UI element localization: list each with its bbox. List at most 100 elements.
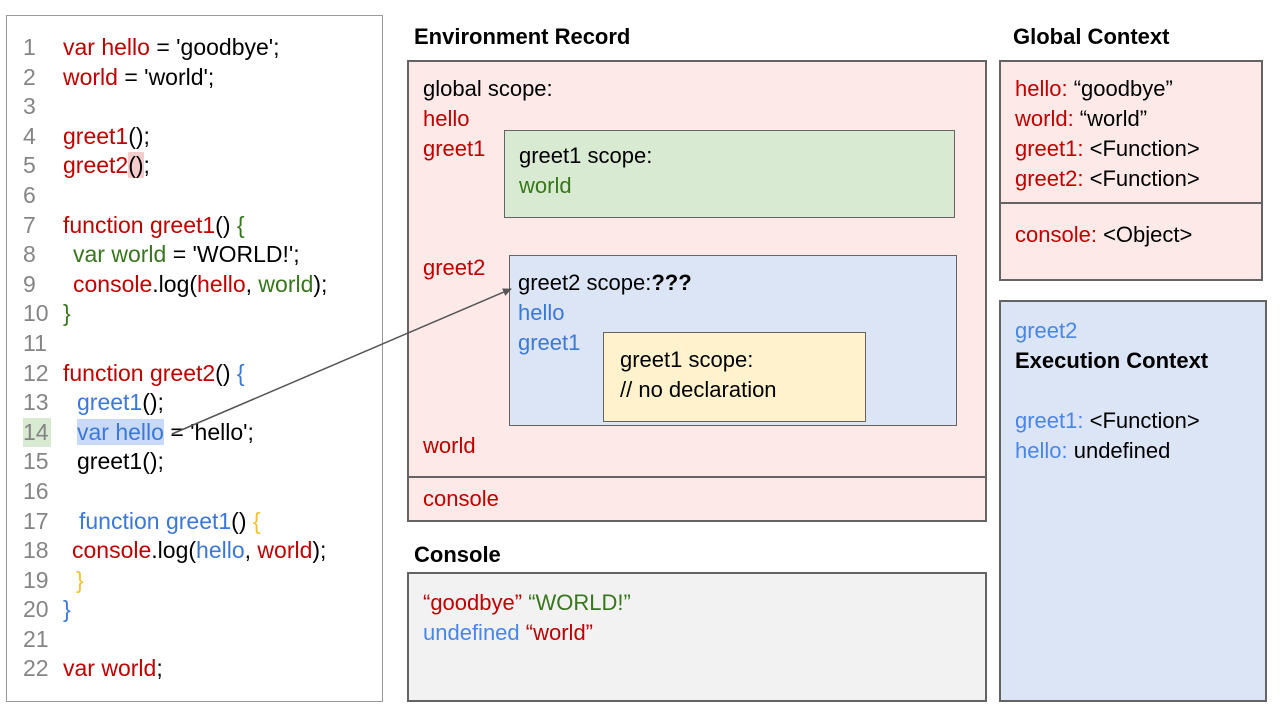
code-line-10: 10} <box>23 299 382 329</box>
line-number: 15 <box>23 448 49 475</box>
code-line-1: 1 var hello = 'goodbye'; <box>23 33 382 63</box>
line-number: 19 <box>23 566 49 593</box>
code-text: greet1(); <box>63 122 150 149</box>
code-line-20: 20} <box>23 595 382 625</box>
greet2-scope-var-hello: hello <box>518 300 565 325</box>
code-line-21: 21 <box>23 625 382 655</box>
global-context-row: greet1: <Function> <box>1015 136 1200 161</box>
greet1-scope-title: greet1 scope: <box>519 143 653 168</box>
global-var-greet2: greet2 <box>423 255 486 280</box>
code-line-15: 15 greet1(); <box>23 447 382 477</box>
line-number: 1 <box>23 34 36 60</box>
code-text: world = 'world'; <box>63 63 215 90</box>
code-text: greet1(); <box>77 448 164 475</box>
code-lines: 1 var hello = 'goodbye'; 2 world = 'world';… <box>7 16 382 684</box>
code-text: greet1(); <box>77 389 164 416</box>
line-number: 11 <box>23 329 47 356</box>
code-line-14: 14 var hello = 'hello'; <box>23 417 382 448</box>
spacer <box>1015 376 1251 406</box>
execution-context-row: hello: undefined <box>1015 438 1171 463</box>
line-number: 7 <box>23 211 36 238</box>
environment-record-console-row: console <box>407 476 987 522</box>
global-context-row: greet2: <Function> <box>1015 166 1200 191</box>
code-line-9: 9 console.log(hello, world); <box>23 270 382 300</box>
greet2-scope-var-greet1: greet1 <box>518 330 581 355</box>
code-text: } <box>63 596 71 623</box>
global-var-console: console <box>423 486 499 511</box>
code-text: function greet1() { <box>79 507 261 534</box>
code-line-19: 19} <box>23 566 382 596</box>
line-number: 17 <box>23 507 49 534</box>
code-line-5: 5 greet2(); <box>23 151 382 181</box>
execution-context-title: Execution Context <box>1015 348 1209 373</box>
code-panel: 1 var hello = 'goodbye'; 2 world = 'world';… <box>6 15 383 702</box>
code-line-18: 18 console.log(hello, world); <box>23 536 382 566</box>
code-text: } <box>63 300 71 327</box>
line-number: 10 <box>23 300 49 327</box>
line-number: 6 <box>23 181 36 208</box>
code-text: console.log(hello, world); <box>73 270 328 297</box>
code-text: var hello = 'goodbye'; <box>63 34 280 60</box>
line-number: 13 <box>23 389 49 416</box>
line-number: 20 <box>23 596 49 623</box>
code-text: greet2(); <box>63 152 150 179</box>
code-line-17: 17 function greet1() { <box>23 507 382 537</box>
code-line-11: 11 <box>23 329 382 359</box>
greet2-scope-box: greet2 scope:??? hello greet1 greet1 sco… <box>509 255 957 426</box>
global-context-title: Global Context <box>1013 24 1170 49</box>
code-line-12: 12 function greet2() { <box>23 359 382 389</box>
greet1-scope-box: greet1 scope: world <box>504 130 955 218</box>
code-line-16: 16 <box>23 477 382 507</box>
code-text: function greet2() { <box>63 359 245 386</box>
code-line-13: 13 greet1(); <box>23 388 382 418</box>
global-context-box: hello: “goodbye” world: “world” greet1: … <box>999 60 1263 204</box>
line-number: 16 <box>23 477 49 504</box>
line-number: 5 <box>23 152 36 179</box>
code-line-3: 3 <box>23 92 382 122</box>
code-text: console.log(hello, world); <box>72 537 327 564</box>
line-number: 12 <box>23 359 49 386</box>
code-text: var hello = 'hello'; <box>77 418 254 445</box>
global-context-row: hello: “goodbye” <box>1015 76 1173 101</box>
console-output-box: “goodbye” “WORLD!” undefined “world” <box>407 572 987 702</box>
code-line-22: 22 var world; <box>23 654 382 684</box>
line-number: 2 <box>23 63 36 90</box>
execution-context-box: greet2 Execution Context greet1: <Functi… <box>999 300 1267 702</box>
execution-context-row: greet1: <Function> <box>1015 408 1200 433</box>
line-number: 22 <box>23 655 49 682</box>
line-number: 18 <box>23 537 49 564</box>
inner-greet1-scope-title: greet1 scope: <box>620 347 754 372</box>
line-number: 4 <box>23 122 36 149</box>
code-line-6: 6 <box>23 181 382 211</box>
inner-greet1-scope-box: greet1 scope: // no declaration <box>603 332 866 422</box>
global-var-world: world <box>423 433 476 458</box>
console-output-line: “goodbye” “WORLD!” <box>423 590 631 615</box>
line-number: 9 <box>23 270 36 297</box>
line-number: 21 <box>23 625 49 652</box>
global-context-console-box: console: <Object> <box>999 202 1263 281</box>
environment-record-title: Environment Record <box>414 24 631 49</box>
console-output-line: undefined “world” <box>423 620 594 645</box>
global-context-row: world: “world” <box>1015 106 1148 131</box>
line-number: 8 <box>23 241 36 268</box>
code-line-4: 4 greet1(); <box>23 122 382 152</box>
code-line-7: 7 function greet1() { <box>23 211 382 241</box>
execution-context-function-name: greet2 <box>1015 318 1078 343</box>
code-line-2: 2 world = 'world'; <box>23 63 382 93</box>
global-var-greet1: greet1 <box>423 136 486 161</box>
global-context-console-row: console: <Object> <box>1015 222 1193 247</box>
greet1-scope-var-world: world <box>519 173 572 198</box>
code-text: var world; <box>63 655 163 682</box>
greet2-scope-title: greet2 scope:??? <box>518 270 692 295</box>
console-title: Console <box>414 542 501 567</box>
inner-greet1-scope-comment: // no declaration <box>620 377 777 402</box>
line-number: 3 <box>23 93 36 120</box>
line-number: 14 <box>23 417 51 448</box>
code-text: } <box>76 566 84 593</box>
global-scope-label: global scope: <box>423 76 553 101</box>
global-var-hello: hello <box>423 106 470 131</box>
code-text: function greet1() { <box>63 211 245 238</box>
environment-record-box: global scope: hello greet1 greet1 scope:… <box>407 60 987 478</box>
